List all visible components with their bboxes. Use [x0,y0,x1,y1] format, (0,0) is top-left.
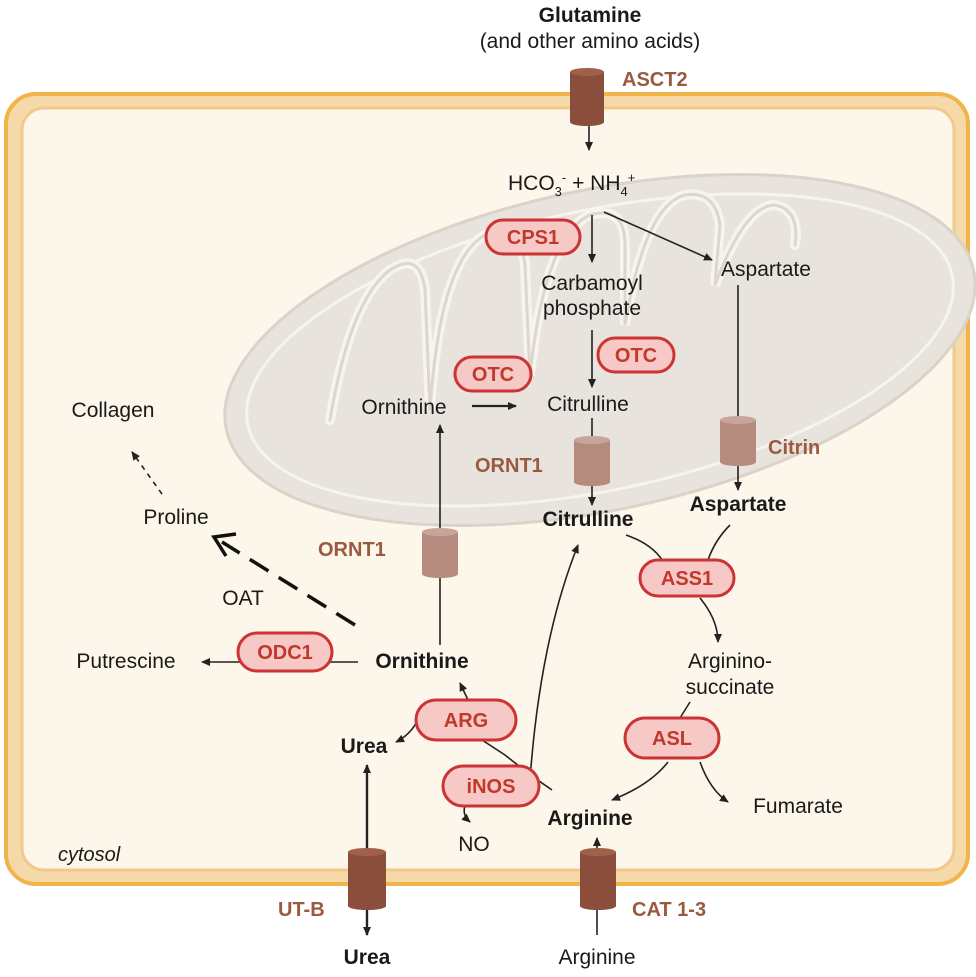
arrow-aspartate-to-ass1 [707,524,731,561]
label-oat: OAT [222,587,264,610]
label-cat: CAT 1-3 [632,899,706,921]
svg-text:OTC: OTC [472,364,514,386]
label-ornt1-mito: ORNT1 [475,455,543,477]
label-aspartate-mito: Aspartate [721,258,811,281]
line-to-asl [679,701,691,719]
arrowhead-proline [211,532,237,557]
svg-text:ASL: ASL [652,728,692,750]
label-argininosuccinate-2: succinate [686,676,775,699]
ornt1-mito-channel [574,436,610,486]
label-putrescine: Putrescine [76,650,175,673]
label-arginine-cyto: Arginine [547,807,632,830]
svg-text:ASS1: ASS1 [661,568,713,590]
svg-text:HCO3- + NH4+: HCO3- + NH4+ [508,170,635,199]
enzyme-otc-right: OTC [596,336,676,374]
asct2-channel [570,68,604,126]
citrin-channel [720,416,756,466]
label-ornt1-cyto: ORNT1 [318,539,386,561]
label-citrulline-mito: Citrulline [547,393,629,416]
cat-channel [580,848,616,910]
label-carbamoyl-2: phosphate [543,297,641,320]
label-glutamine: Glutamine [539,4,642,27]
label-proline: Proline [143,506,208,529]
label-hco3-nh4: HCO3- + NH4+ [508,170,635,199]
enzyme-otc-left: OTC [453,355,533,393]
enzyme-inos: iNOS [441,764,541,808]
enzyme-odc1: ODC1 [236,631,334,673]
arrow-ornithine-to-proline [221,540,356,627]
svg-text:ODC1: ODC1 [257,642,313,664]
arrow-proline-to-collagen [131,451,163,495]
enzyme-ass1: ASS1 [638,558,736,598]
arrow-inos-to-citrulline [529,544,579,781]
arrow-asl-to-fumarate [699,761,729,803]
label-citrin: Citrin [768,437,820,459]
label-carbamoyl-1: Carbamoyl [541,272,643,295]
svg-text:OTC: OTC [615,345,657,367]
svg-text:CPS1: CPS1 [507,227,559,249]
enzyme-arg: ARG [414,698,518,742]
svg-text:iNOS: iNOS [467,776,516,798]
label-urea-out: Urea [344,946,391,969]
arrow-asl-to-arginine [611,761,669,801]
label-aspartate-cyto: Aspartate [690,493,787,516]
enzyme-cps1: CPS1 [484,218,582,256]
label-glutamine-sub: (and other amino acids) [480,30,701,53]
arrow-arg-to-ornithine [459,682,469,701]
label-ornithine-cyto: Ornithine [375,650,468,673]
label-fumarate: Fumarate [753,795,843,818]
label-cytosol: cytosol [58,844,121,866]
label-collagen: Collagen [72,399,155,422]
enzyme-asl: ASL [623,716,721,760]
label-utb: UT-B [278,899,325,921]
svg-text:ARG: ARG [444,710,488,732]
ornt1-cyto-channel [422,528,458,578]
label-citrulline-cyto: Citrulline [542,508,633,531]
label-asct2: ASCT2 [622,69,688,91]
label-ornithine-mito: Ornithine [361,396,446,419]
label-no: NO [458,833,490,856]
label-arginine-out: Arginine [558,946,635,969]
label-urea-cyto: Urea [341,735,388,758]
utb-channel [348,848,386,910]
arrow-to-argininosuccinate [699,597,722,643]
label-argininosuccinate-1: Arginino- [688,650,772,673]
arrow-to-aspartate-mito [603,211,713,261]
